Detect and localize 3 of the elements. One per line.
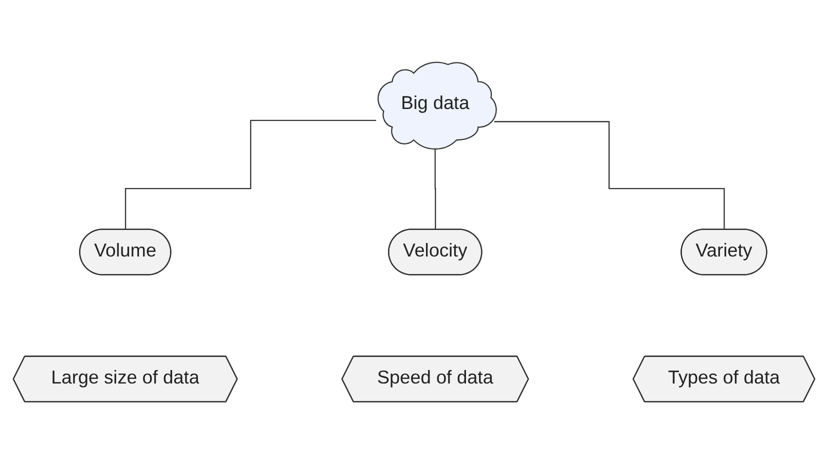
connector <box>494 121 726 230</box>
connector <box>124 120 376 230</box>
connector <box>434 147 436 230</box>
